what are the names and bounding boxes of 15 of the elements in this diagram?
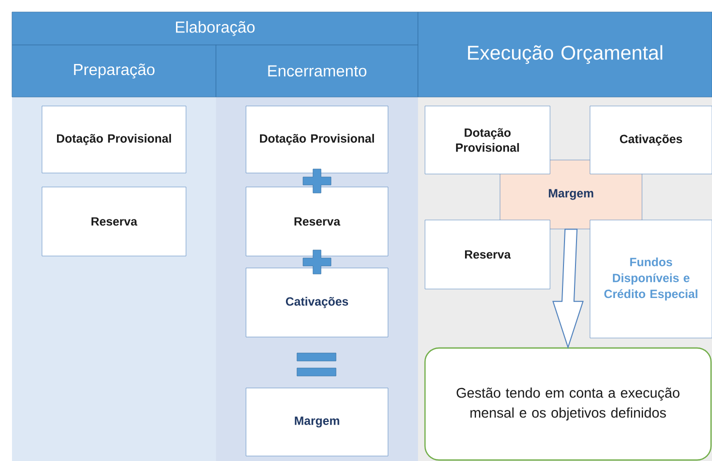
result-box: Margem [246,388,388,456]
item-box: Reserva [424,220,550,290]
note-box: Gestão tendo em conta a execução mensal e os objetivos definidos [424,347,712,461]
item-box: Dotação Provisional [424,106,550,174]
item-box: Cativações [246,268,388,338]
item-box: Fundos Disponíveis e Crédito Especial [590,220,712,338]
hollow-arrow [552,228,584,350]
item-box: Reserva [246,186,388,256]
item-box: Dotação Provisional [246,106,388,174]
item-box: Dotação Provisional [42,106,186,174]
item-box: Cativações [590,106,712,174]
header-band: Preparação [12,44,216,98]
header-band: Encerramento [216,44,418,98]
item-box: Reserva [42,186,186,256]
header-band: Elaboração [12,12,418,46]
